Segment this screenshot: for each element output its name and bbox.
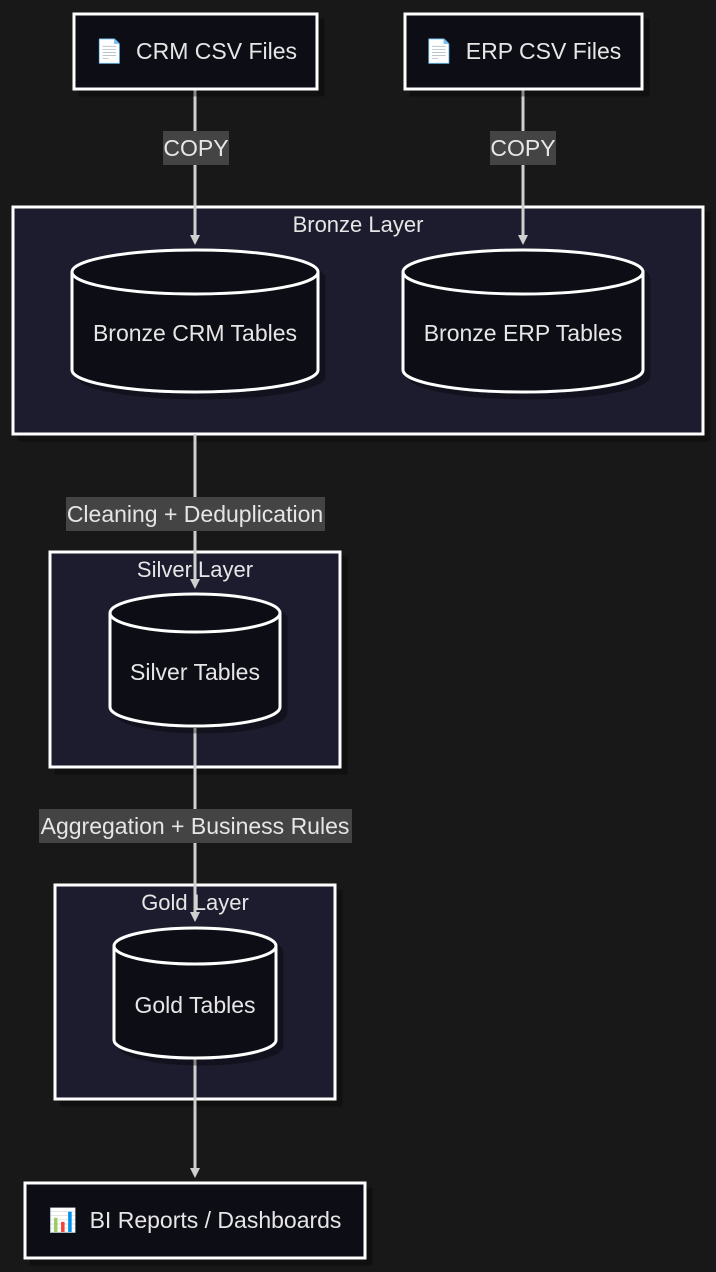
node-label: ERP CSV Files [466, 38, 622, 64]
edge-label-bg [490, 131, 556, 165]
node-label: BI Reports / Dashboards [90, 1207, 342, 1233]
edge-label-aggregation: Aggregation + Business Rules [41, 813, 350, 839]
node-label: Bronze CRM Tables [93, 320, 297, 346]
node-label: Gold Tables [134, 992, 255, 1018]
node-silver-tables[interactable] [108, 592, 282, 728]
node-bi-reports-dashboards[interactable]: 📊 BI Reports / Dashboards [23, 1181, 367, 1260]
edge-copy-erp: COPY [490, 90, 556, 245]
document-icon: 📄 [425, 38, 454, 65]
node-label: CRM CSV Files [136, 38, 297, 64]
bar-chart-icon: 📊 [49, 1207, 78, 1234]
svg-text:📄 CRM CSV Files: 📄 CRM CSV Files [95, 38, 297, 65]
edge-silver-to-gold: Aggregation + Business Rules [39, 728, 352, 922]
edge-bronze-to-silver: Cleaning + Deduplication [66, 434, 325, 589]
node-gold-tables[interactable] [112, 926, 278, 1060]
svg-text:📊 BI Reports / Dashboar: 📊 BI Reports / Dashboards [49, 1207, 342, 1234]
edge-label-copy-erp: COPY [490, 135, 555, 161]
node-bronze-crm-tables[interactable] [70, 248, 320, 394]
document-icon: 📄 [95, 38, 124, 65]
edge-label-copy-crm: COPY [163, 135, 228, 161]
edge-label-bg [66, 497, 325, 531]
edge-label-bg [39, 809, 352, 843]
edge-label-bg [163, 131, 229, 165]
node-bronze-erp-tables[interactable] [401, 248, 645, 394]
bronze-layer-title: Bronze Layer [293, 212, 424, 237]
svg-text:📄 ERP CSV Files: 📄 ERP CSV Files [425, 38, 622, 65]
node-erp-csv-files[interactable]: 📄 ERP CSV Files [403, 12, 644, 91]
edge-label-cleaning: Cleaning + Deduplication [67, 501, 323, 527]
node-label: Bronze ERP Tables [424, 320, 623, 346]
edge-copy-crm: COPY [163, 90, 229, 245]
node-crm-csv-files[interactable]: 📄 CRM CSV Files [72, 12, 319, 91]
node-label: Silver Tables [130, 659, 260, 685]
